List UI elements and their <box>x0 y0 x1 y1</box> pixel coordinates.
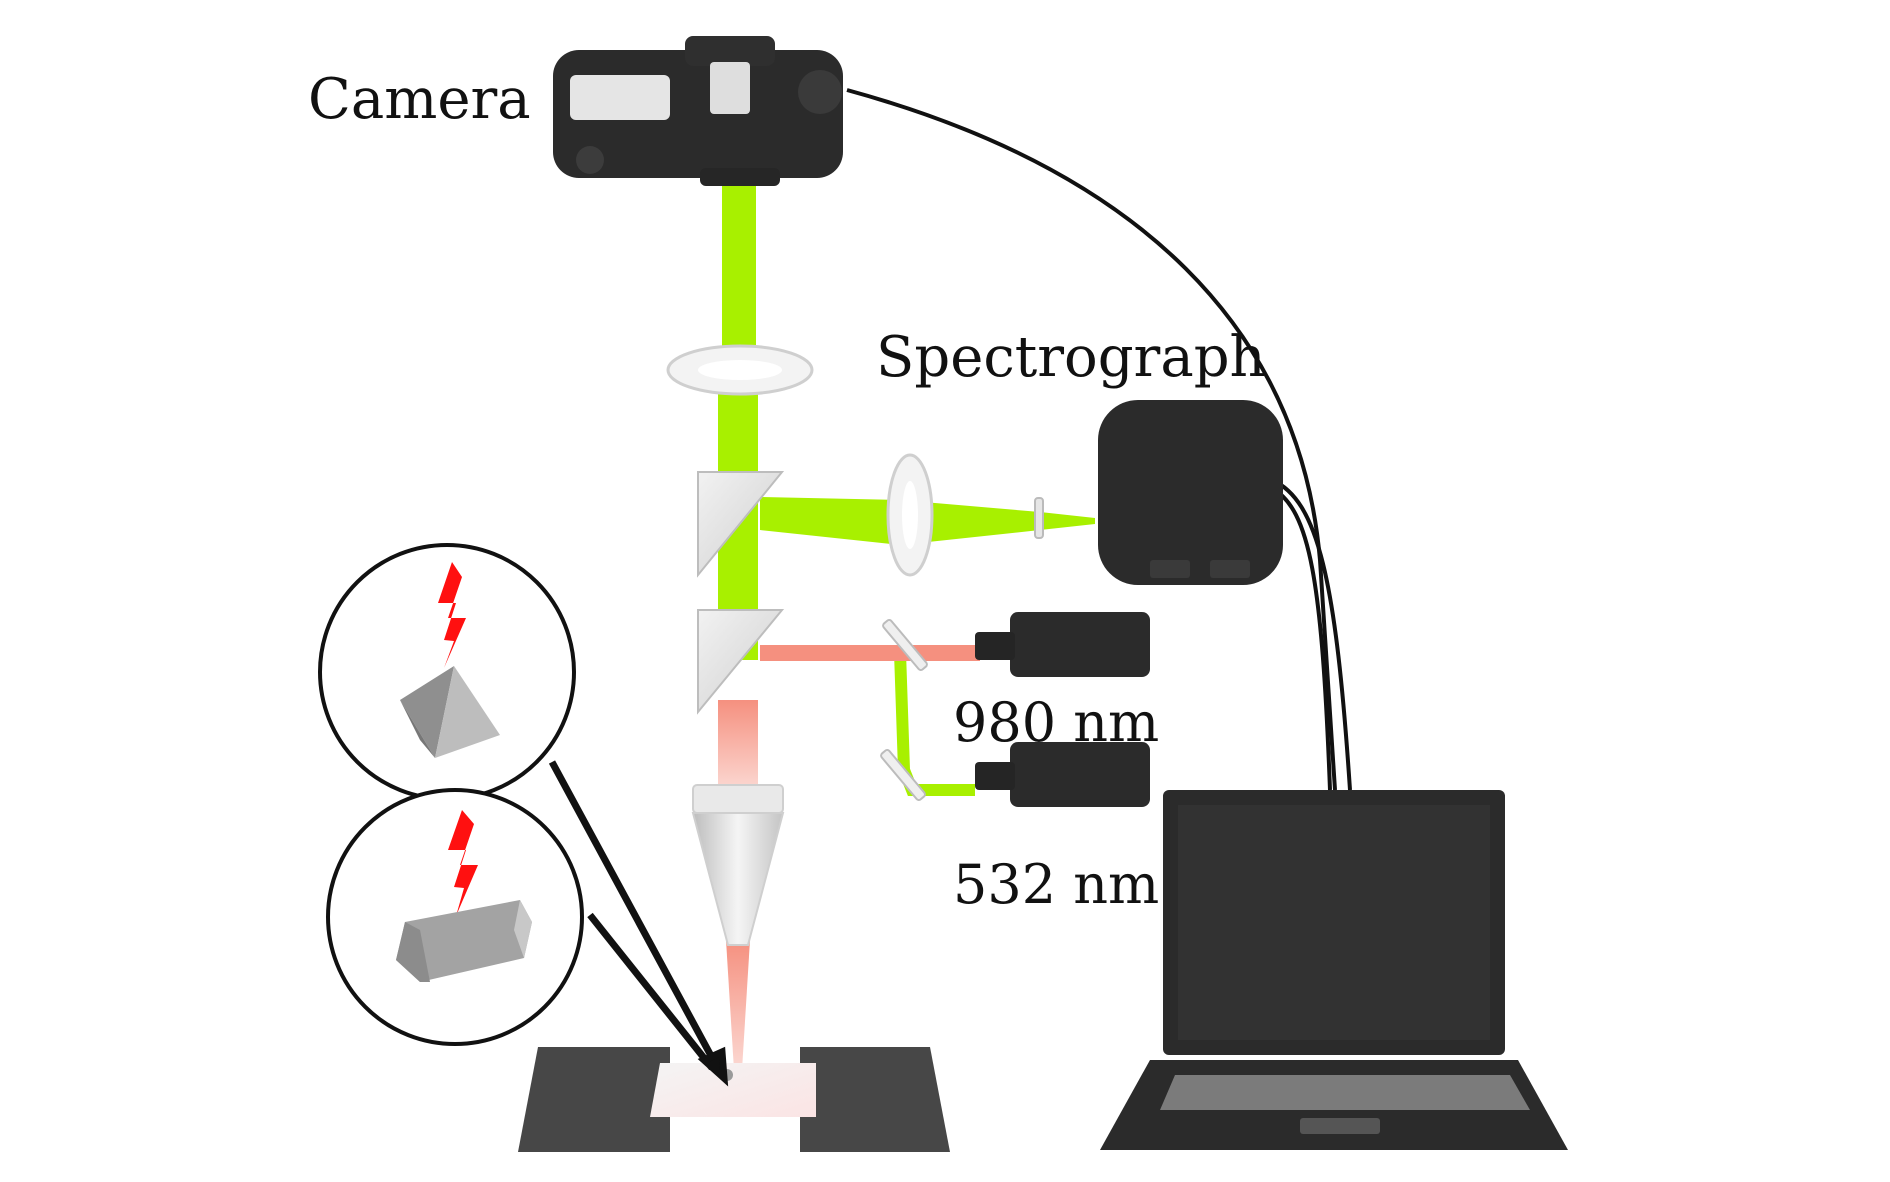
spectrograph-cable-a <box>1270 486 1332 791</box>
camera-label: Camera <box>308 67 531 132</box>
hexagonal-rod-crystal-icon <box>396 900 532 982</box>
laser-icon <box>975 612 1150 677</box>
slit-icon <box>1034 497 1044 539</box>
camera-cable <box>846 88 1337 791</box>
spectrograph-icon <box>1098 400 1283 585</box>
laser-icon <box>975 742 1150 807</box>
lightning-icon <box>448 810 478 916</box>
laser-532-label: 532 nm <box>953 853 1160 916</box>
laptop-icon <box>1100 790 1568 1150</box>
prism-icon <box>697 471 785 578</box>
green-beam-vertical <box>718 178 758 660</box>
arrow-octahedron <box>548 760 720 1067</box>
lens-icon <box>666 344 814 396</box>
octahedron-crystal-icon <box>400 666 500 758</box>
cables <box>846 88 1352 791</box>
red-beam-vertical <box>718 700 758 790</box>
mirror-icon <box>880 749 926 801</box>
red-beam-focus <box>726 940 750 1070</box>
prism-icon <box>697 609 785 715</box>
sample-stage <box>518 1047 950 1152</box>
camera-icon <box>553 36 843 186</box>
spectrograph-label: Spectrograph <box>876 325 1266 390</box>
inset-hexagonal-rod <box>326 788 584 1046</box>
lens-icon <box>886 453 934 577</box>
mirror-icon <box>882 619 928 671</box>
inset-arrows <box>548 760 729 1087</box>
red-beam-980 <box>760 645 980 661</box>
lightning-icon <box>438 562 466 668</box>
objective-icon <box>691 784 785 946</box>
arrow-hexagonal-rod <box>587 912 715 1071</box>
laser-980-label: 980 nm <box>953 691 1160 754</box>
spectrograph-cable-b <box>1271 478 1352 791</box>
inset-octahedron <box>318 543 576 801</box>
